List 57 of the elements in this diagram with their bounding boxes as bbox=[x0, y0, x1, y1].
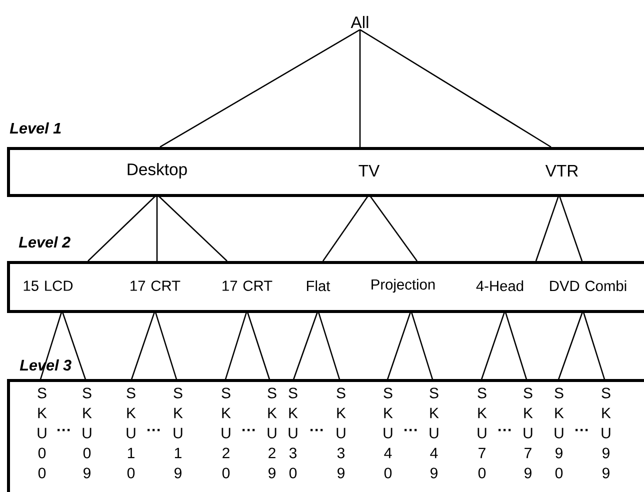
connector-line bbox=[480, 310, 506, 382]
node-label: All bbox=[350, 16, 368, 28]
sku-label: S K U 4 9 bbox=[430, 388, 439, 478]
ellipsis: ··· bbox=[404, 428, 417, 432]
sku-label: S K U 3 9 bbox=[336, 388, 346, 478]
category-label: Projection bbox=[372, 278, 435, 293]
connector-line bbox=[582, 310, 606, 382]
connector-line bbox=[504, 310, 528, 382]
connector-line bbox=[368, 194, 418, 262]
sku-label: S K U 1 0 bbox=[126, 388, 136, 478]
connector-line bbox=[359, 30, 361, 147]
connector-line bbox=[386, 310, 412, 382]
sku-label: S K U 2 9 bbox=[268, 388, 277, 478]
category-label: DVD Combi bbox=[550, 280, 626, 292]
connector-line bbox=[558, 194, 583, 262]
category-label: TV bbox=[358, 165, 380, 176]
sku-label: S K U 9 9 bbox=[602, 388, 611, 478]
ellipsis: ··· bbox=[242, 428, 255, 432]
sku-label: S K U 3 0 bbox=[288, 388, 298, 478]
ellipsis: ··· bbox=[58, 428, 70, 432]
connector-line bbox=[557, 310, 584, 382]
sku-label: S K U 0 0 bbox=[38, 388, 47, 478]
connector-line bbox=[154, 310, 178, 382]
connector-line bbox=[322, 194, 370, 262]
category-label: Flat bbox=[307, 280, 330, 292]
sku-label: S K U 2 0 bbox=[222, 388, 231, 478]
connector-line bbox=[246, 310, 271, 382]
connector-line bbox=[535, 194, 560, 262]
category-label: 4-Head bbox=[476, 280, 524, 292]
connector-line bbox=[156, 194, 158, 261]
connector-line bbox=[292, 310, 319, 382]
sku-label: S K U 4 0 bbox=[384, 388, 393, 478]
category-label: 15 LCD bbox=[24, 280, 73, 291]
connector-line bbox=[130, 310, 156, 382]
ellipsis: ··· bbox=[148, 428, 160, 432]
connector-line bbox=[156, 194, 228, 262]
connector-line bbox=[61, 310, 87, 382]
connector-line bbox=[410, 310, 434, 382]
sku-label: S K U 7 0 bbox=[478, 388, 487, 478]
category-label: Desktop bbox=[128, 162, 187, 179]
level-label: Level 1 bbox=[10, 122, 61, 134]
connector-line bbox=[224, 310, 248, 382]
sku-label: S K U 1 9 bbox=[174, 388, 183, 478]
ellipsis: ··· bbox=[498, 428, 511, 432]
connector-line bbox=[160, 29, 360, 148]
connector-line bbox=[88, 194, 158, 262]
ellipsis: ··· bbox=[310, 428, 323, 432]
category-label: 17 CRT bbox=[130, 280, 180, 291]
sku-label: S K U 0 9 bbox=[82, 388, 92, 478]
connector-line bbox=[317, 310, 341, 382]
category-label: 17 CRT bbox=[222, 280, 272, 291]
level-label: Level 2 bbox=[18, 236, 70, 248]
sku-label: S K U 9 0 bbox=[554, 388, 564, 478]
ellipsis: ··· bbox=[576, 428, 588, 432]
category-label: VTR bbox=[545, 165, 578, 176]
sku-label: S K U 7 9 bbox=[524, 388, 533, 478]
connector-line bbox=[360, 29, 552, 148]
